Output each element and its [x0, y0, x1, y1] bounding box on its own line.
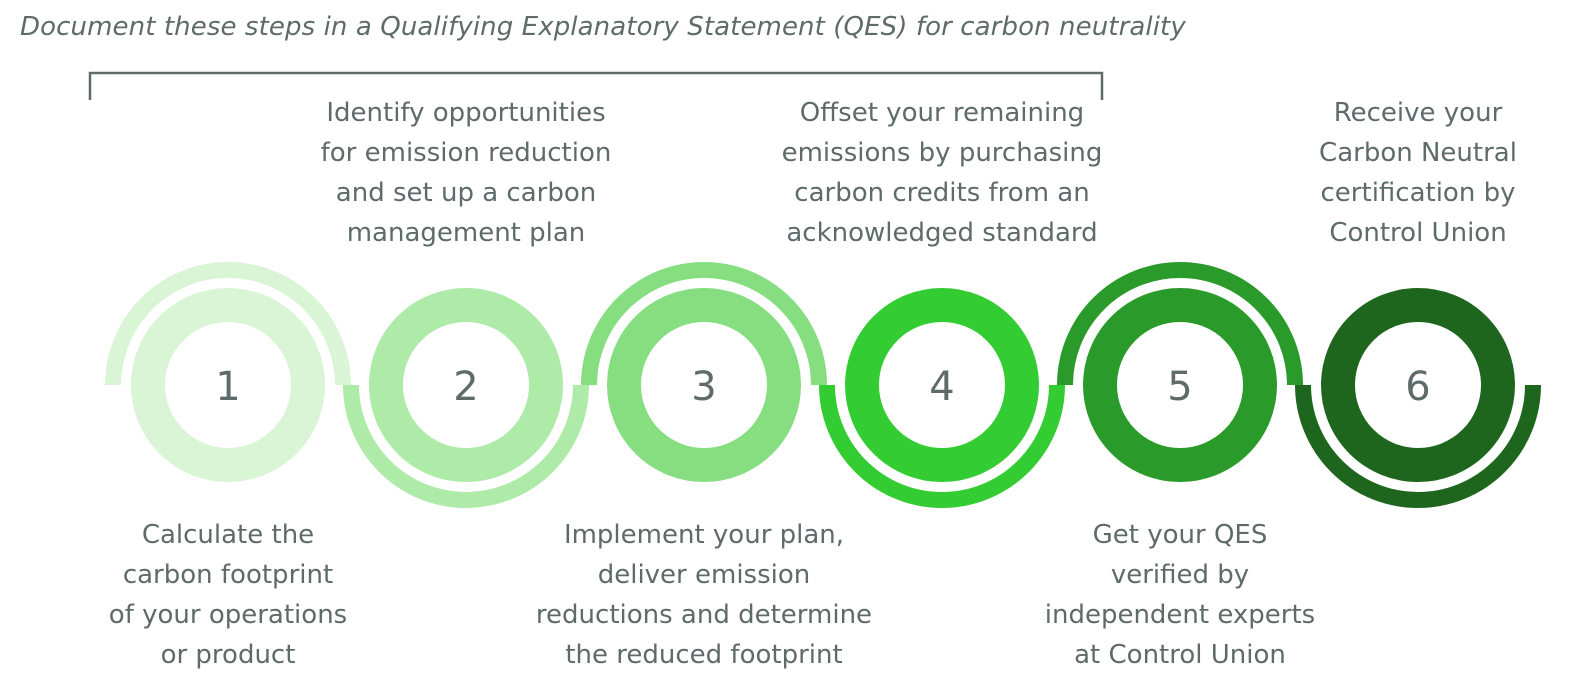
step-rings: 1 2 3 4 5 6 [131, 288, 1515, 482]
step-number-2: 2 [453, 364, 478, 410]
step-description-5: Get your QES verified by independent exper… [1000, 515, 1360, 675]
step-description-line: emissions by purchasing [781, 138, 1103, 168]
step-number-4: 4 [929, 364, 954, 410]
step-number-1: 1 [215, 364, 240, 410]
step-number-6: 6 [1405, 364, 1430, 410]
step-description-line: or product [160, 640, 296, 670]
step-description-line: Implement your plan, [563, 520, 845, 550]
step-description-line: management plan [346, 218, 586, 248]
step-description-2: Identify opportunities for emission reduc… [286, 93, 646, 253]
step-description-line: Calculate the [141, 520, 315, 550]
step-description-line: Get your QES [1092, 520, 1268, 550]
step-ring-6 [1321, 288, 1515, 482]
connector-arc-4 [819, 384, 1065, 508]
step-description-line: Offset your remaining [799, 98, 1085, 128]
step-ring-1 [131, 288, 325, 482]
diagram-title: Document these steps in a Qualifying Exp… [20, 12, 1186, 42]
step-description-line: the reduced footprint [565, 640, 843, 670]
step-description-line: certification by [1320, 178, 1516, 208]
step-description-line: carbon credits from an [794, 178, 1090, 208]
connector-arc-2 [343, 384, 589, 508]
connector-arc-6 [1295, 384, 1541, 508]
connector-arc-3 [581, 262, 827, 386]
step-description-line: and set up a carbon [335, 178, 597, 208]
step-description-line: independent experts [1044, 600, 1316, 630]
step-ring-5 [1083, 288, 1277, 482]
step-ring-4 [845, 288, 1039, 482]
step-description-line: of your operations [108, 600, 348, 630]
step-description-line: Control Union [1329, 218, 1507, 248]
step-description-line: for emission reduction [320, 138, 612, 168]
step-number-3: 3 [691, 364, 716, 410]
connector-arcs [105, 262, 1541, 508]
step-ring-2 [369, 288, 563, 482]
step-description-line: reductions and determine [535, 600, 873, 630]
step-number-5: 5 [1167, 364, 1192, 410]
step-description-4: Offset your remaining emissions by purcha… [762, 93, 1122, 253]
connector-arc-1 [105, 262, 351, 386]
step-description-line: Identify opportunities [326, 98, 606, 128]
step-description-line: carbon footprint [122, 560, 334, 590]
step-description-line: Carbon Neutral [1319, 138, 1517, 168]
step-description-line: verified by [1110, 560, 1250, 590]
step-description-3: Implement your plan, deliver emission redu… [524, 515, 884, 675]
step-ring-3 [607, 288, 801, 482]
step-description-line: deliver emission [597, 560, 811, 590]
step-description-line: Receive your [1333, 98, 1503, 128]
connector-arc-5 [1057, 262, 1303, 386]
qes-bracket [88, 71, 1104, 100]
step-description-1: Calculate the carbon footprint of your ope… [48, 515, 408, 675]
step-description-line: at Control Union [1074, 640, 1286, 670]
step-description-line: acknowledged standard [786, 218, 1098, 248]
